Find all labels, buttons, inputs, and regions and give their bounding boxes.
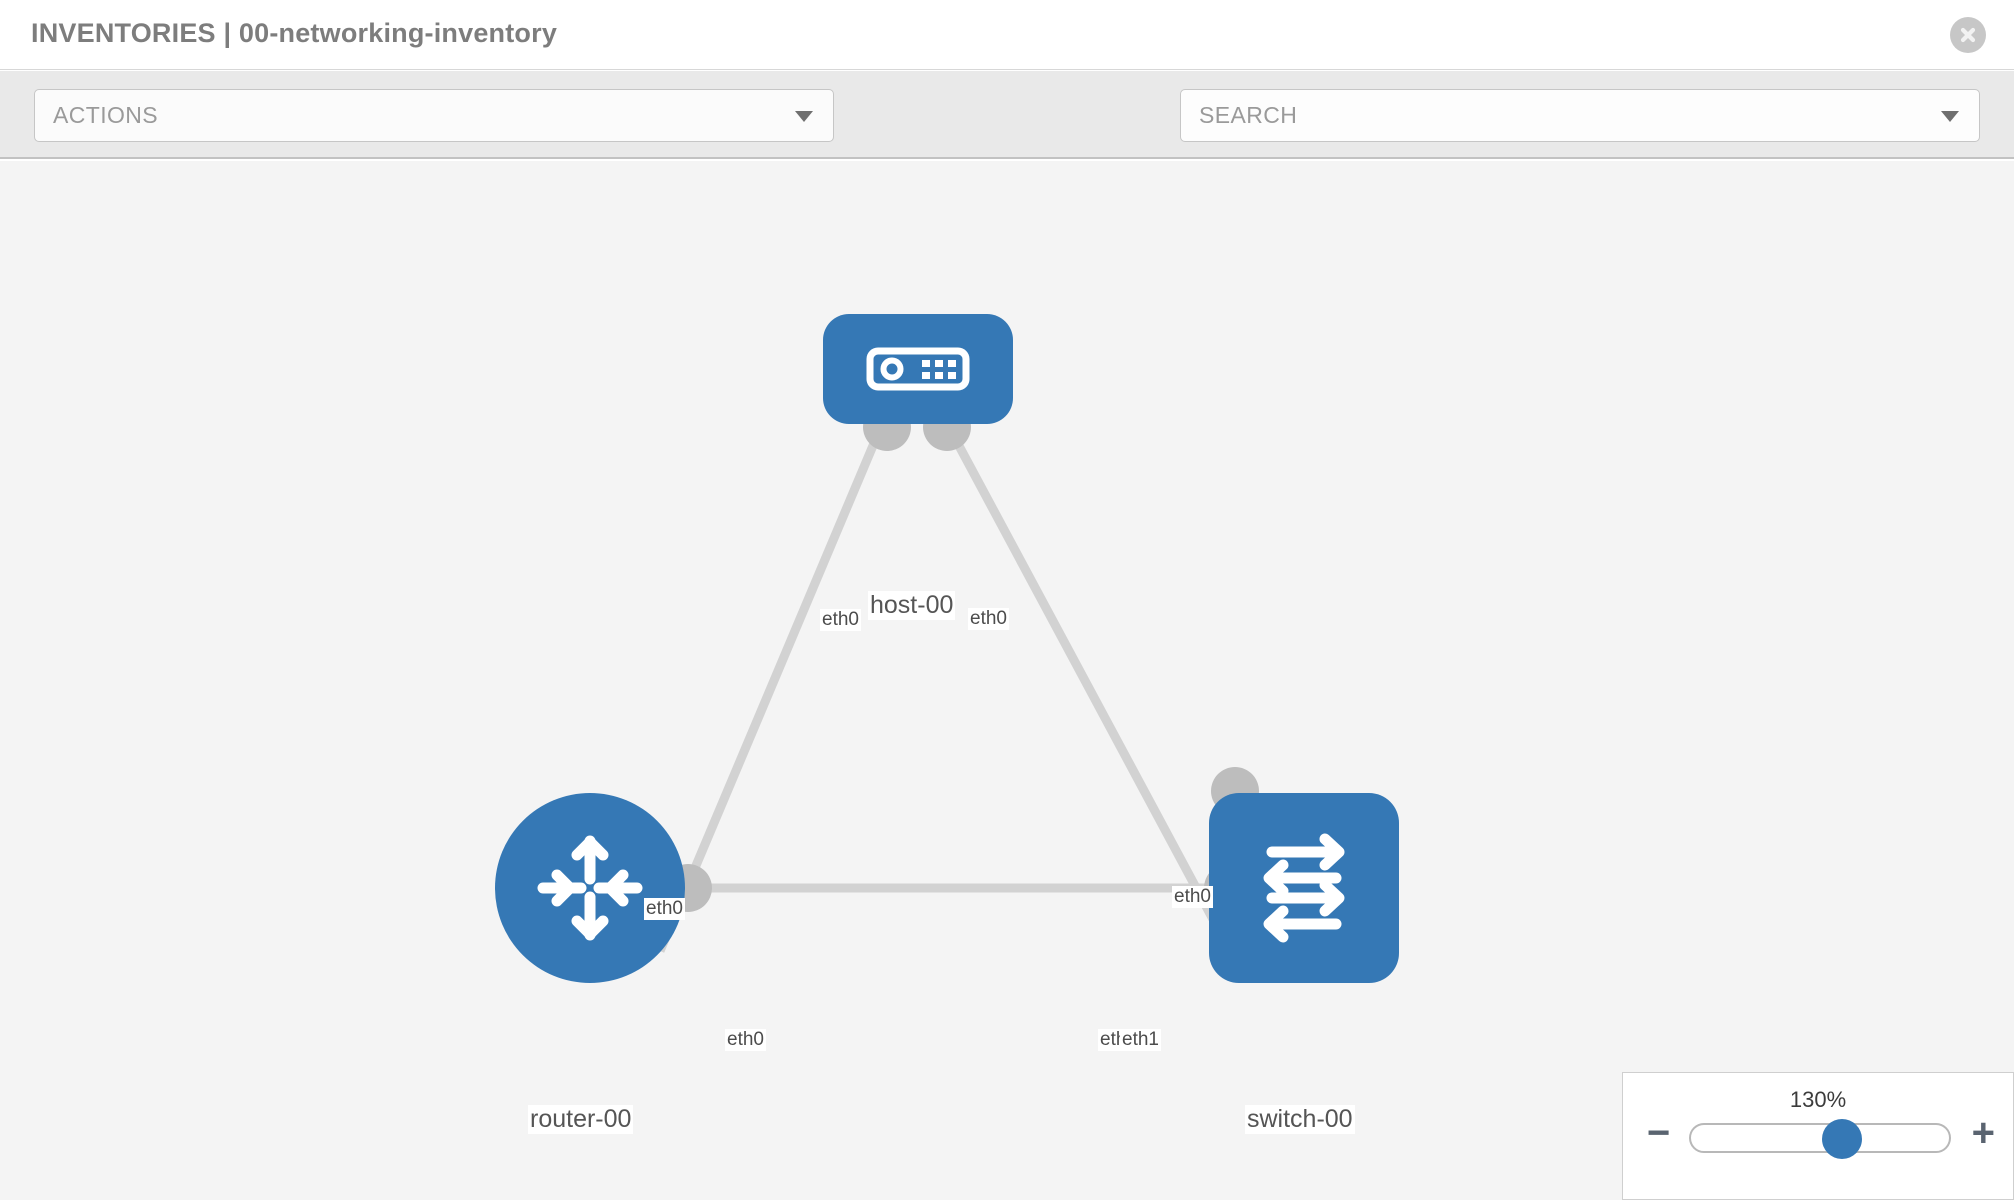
node-switch-00-label: switch-00 [1245, 1105, 1355, 1134]
edge-label-host-eth0-left: eth0 [820, 609, 861, 631]
actions-dropdown-label: ACTIONS [53, 102, 159, 128]
server-icon [866, 347, 970, 391]
edge-label-router-eth0: eth0 [725, 1029, 766, 1051]
router-arrows-icon [537, 835, 643, 941]
page-header: INVENTORIES | 00-networking-inventory [0, 0, 2014, 70]
page-title: INVENTORIES | 00-networking-inventory [31, 18, 558, 48]
zoom-percent-label: 130% [1789, 1087, 1847, 1112]
topology-canvas[interactable]: host-00 router-00 [0, 161, 2014, 1200]
zoom-in-button[interactable]: + [1971, 1111, 1995, 1155]
zoom-out-button[interactable]: − [1647, 1111, 1671, 1155]
topology-graph [655, 403, 1259, 954]
chevron-down-icon [795, 111, 813, 122]
search-input[interactable]: SEARCH [1180, 89, 1980, 142]
node-router-00-shape[interactable] [495, 793, 685, 983]
edge-label-host-eth0-right: eth0 [968, 608, 1009, 630]
node-host-00-shape[interactable] [823, 314, 1013, 424]
edge-label-switch-uplink-eth0: eth0 [1172, 886, 1213, 908]
zoom-slider[interactable] [1689, 1119, 1951, 1159]
edge-host-router [655, 427, 885, 953]
search-placeholder: SEARCH [1199, 102, 1298, 128]
zoom-control: 130% − + [1622, 1072, 2014, 1200]
edge-label-router-uplink-eth0: eth0 [644, 898, 685, 920]
node-switch-00-shape[interactable] [1209, 793, 1399, 983]
chevron-down-icon[interactable] [1941, 111, 1959, 122]
node-host-00-label: host-00 [868, 591, 956, 620]
edge-host-switch [946, 426, 1234, 954]
node-router-00-label: router-00 [528, 1105, 634, 1134]
close-icon[interactable] [1950, 17, 1986, 53]
edge-label-switch-eth1: eth1 [1120, 1029, 1161, 1051]
zoom-slider-thumb[interactable] [1821, 1119, 1862, 1159]
toolbar: ACTIONS SEARCH [0, 71, 2014, 197]
actions-dropdown[interactable]: ACTIONS [34, 89, 834, 142]
switch-arrows-icon [1263, 833, 1345, 943]
